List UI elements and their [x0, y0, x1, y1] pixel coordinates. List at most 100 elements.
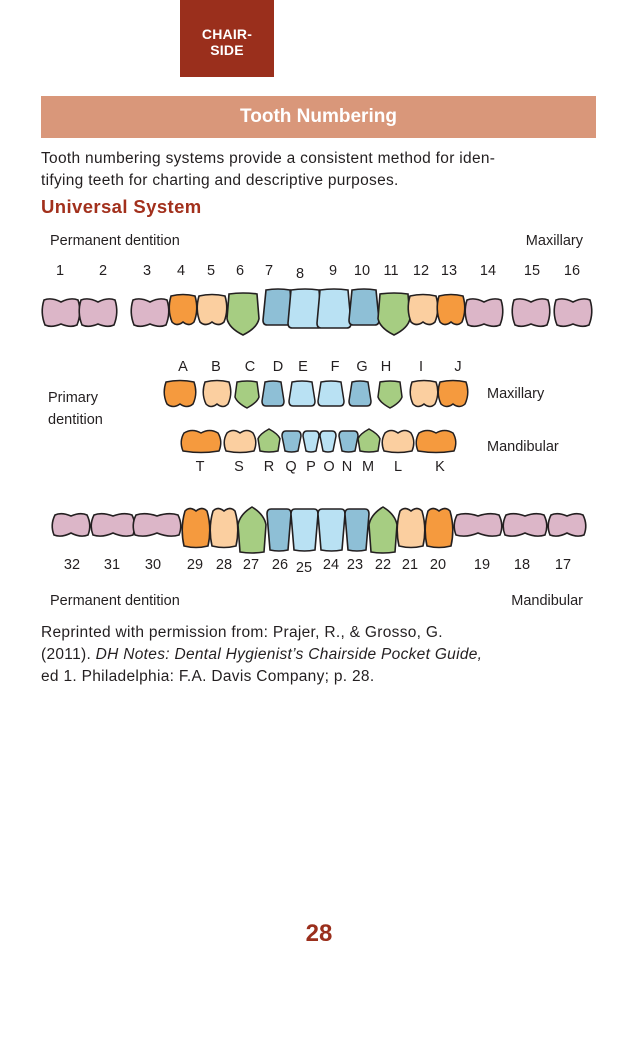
- tooth-30: [132, 512, 182, 537]
- primary-upper-teeth: [163, 379, 469, 409]
- primary-tooth-O: [319, 430, 337, 453]
- tooth-number-26: 26: [272, 557, 288, 573]
- primary-tooth-K: [415, 429, 457, 454]
- tooth-25: [290, 508, 319, 552]
- tooth-23: [344, 508, 370, 552]
- tooth-number-5: 5: [207, 263, 215, 279]
- primary-letter-Q: Q: [285, 459, 296, 475]
- chairside-tab-line1: CHAIR-: [201, 26, 253, 42]
- tooth-number-7: 7: [265, 263, 273, 279]
- tooth-12: [407, 293, 439, 326]
- tooth-number-32: 32: [64, 557, 80, 573]
- primary-letter-P: P: [306, 459, 316, 475]
- primary-tooth-C: [234, 380, 260, 409]
- tooth-number-17: 17: [555, 557, 571, 573]
- primary-tooth-G: [348, 380, 372, 407]
- tooth-number-22: 22: [375, 557, 391, 573]
- tooth-20: [424, 507, 454, 549]
- tooth-27: [237, 506, 267, 554]
- tooth-number-24: 24: [323, 557, 339, 573]
- tooth-number-4: 4: [177, 263, 185, 279]
- tooth-number-25: 25: [296, 560, 312, 576]
- chairside-tab-line2: SIDE: [210, 42, 244, 58]
- tooth-17: [547, 512, 587, 537]
- tooth-number-11: 11: [383, 263, 398, 279]
- credit-paragraph: Reprinted with permission from: Prajer, …: [41, 622, 601, 688]
- primary-letter-D: D: [273, 359, 283, 375]
- upper-permanent-teeth: [41, 288, 593, 336]
- primary-letter-G: G: [356, 359, 367, 375]
- page-number: 28: [305, 920, 333, 947]
- lower-permanent-teeth: [51, 506, 587, 554]
- label-primary-maxillary: Maxillary: [487, 386, 545, 402]
- tooth-number-13: 13: [441, 263, 457, 279]
- tooth-15: [511, 298, 551, 328]
- label-perm-upper: Permanent dentition: [50, 233, 180, 249]
- primary-tooth-M: [357, 428, 381, 453]
- primary-letter-F: F: [331, 359, 340, 375]
- label-perm-lower: Permanent dentition: [50, 593, 180, 609]
- primary-tooth-R: [257, 428, 281, 453]
- tooth-24: [317, 508, 346, 552]
- tooth-number-30: 30: [145, 557, 161, 573]
- primary-tooth-H: [377, 380, 403, 409]
- tooth-number-6: 6: [236, 263, 244, 279]
- tooth-number-9: 9: [329, 263, 337, 279]
- tooth-31: [90, 512, 136, 537]
- tooth-number-29: 29: [187, 557, 203, 573]
- primary-tooth-A: [163, 379, 197, 408]
- intro-paragraph: Tooth numbering systems provide a consis…: [41, 148, 601, 192]
- tooth-28: [209, 507, 239, 549]
- primary-tooth-B: [202, 379, 232, 408]
- primary-tooth-T: [180, 429, 222, 454]
- label-primary-line2: dentition: [48, 412, 103, 428]
- tooth-number-16: 16: [564, 263, 580, 279]
- tooth-32: [51, 512, 91, 537]
- primary-letter-H: H: [381, 359, 391, 375]
- primary-letter-A: A: [178, 359, 188, 375]
- tooth-number-23: 23: [347, 557, 363, 573]
- tooth-14: [464, 298, 504, 328]
- primary-tooth-P: [302, 430, 320, 453]
- tooth-number-28: 28: [216, 557, 232, 573]
- primary-letter-T: T: [196, 459, 205, 475]
- primary-tooth-I: [409, 379, 439, 408]
- tooth-number-18: 18: [514, 557, 530, 573]
- tooth-number-8: 8: [296, 266, 304, 282]
- intro-line-2: tifying teeth for charting and descripti…: [41, 172, 399, 189]
- banner-title: Tooth Numbering: [240, 106, 397, 127]
- tooth-number-21: 21: [402, 557, 418, 573]
- primary-tooth-L: [381, 429, 415, 454]
- primary-tooth-Q: [281, 430, 302, 453]
- primary-letter-L: L: [394, 459, 402, 475]
- tooth-5: [196, 293, 228, 326]
- primary-letter-C: C: [245, 359, 255, 375]
- label-primary-mandibular: Mandibular: [487, 439, 559, 455]
- primary-letter-S: S: [234, 459, 244, 475]
- tooth-number-12: 12: [413, 263, 429, 279]
- primary-tooth-N: [338, 430, 359, 453]
- tooth-number-10: 10: [354, 263, 370, 279]
- chairside-tab: CHAIR- SIDE: [180, 0, 274, 77]
- tooth-3: [130, 298, 170, 328]
- tooth-number-19: 19: [474, 557, 490, 573]
- tooth-16: [553, 298, 593, 328]
- tooth-4: [168, 293, 198, 326]
- primary-letter-I: I: [419, 359, 423, 375]
- tooth-2: [78, 298, 118, 328]
- primary-letter-O: O: [323, 459, 334, 475]
- primary-tooth-E: [288, 380, 316, 407]
- tooth-6: [226, 292, 260, 336]
- tooth-number-31: 31: [104, 557, 120, 573]
- primary-tooth-J: [437, 379, 469, 408]
- credit-line-2: (2011). DH Notes: Dental Hygienist’s Cha…: [41, 644, 601, 666]
- credit-line-3: ed 1. Philadelphia: F.A. Davis Company; …: [41, 668, 375, 685]
- tooth-number-3: 3: [143, 263, 151, 279]
- primary-letter-B: B: [211, 359, 221, 375]
- primary-letter-R: R: [264, 459, 274, 475]
- tooth-11: [377, 292, 411, 336]
